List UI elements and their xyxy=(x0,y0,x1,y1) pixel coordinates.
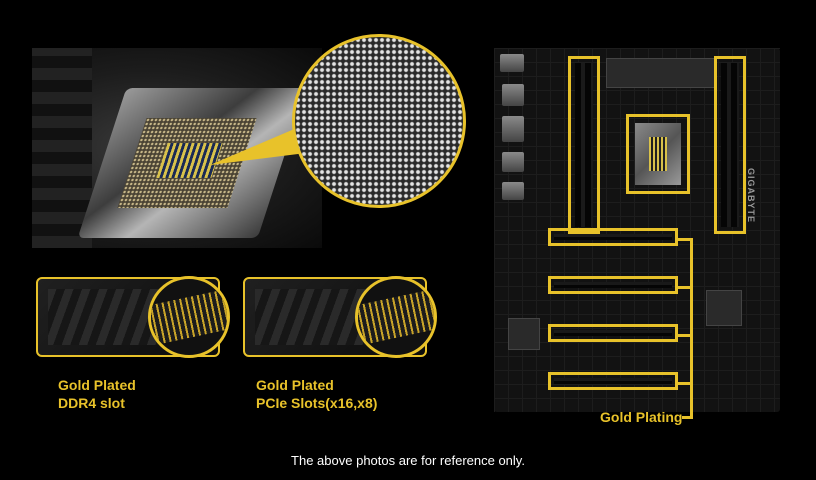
pcie-label-line2: PCIe Slots(x16,x8) xyxy=(256,395,378,411)
pcie-label: Gold Plated PCIe Slots(x16,x8) xyxy=(256,376,377,412)
pcie-label-line1: Gold Plated xyxy=(256,377,334,393)
io-port xyxy=(502,84,524,106)
gold-plating-label: Gold Plating xyxy=(600,409,683,425)
pcie-slot-2-highlight xyxy=(548,276,678,294)
audio-chip xyxy=(508,318,540,350)
io-port xyxy=(500,54,524,72)
motherboard-overview: GIGABYTE xyxy=(494,48,780,412)
bracket-tick xyxy=(678,286,692,289)
bracket-vertical xyxy=(690,238,693,418)
dimm-slots-left-highlight xyxy=(568,56,600,234)
pcie-slot-1-highlight xyxy=(548,228,678,246)
bracket-tick xyxy=(678,382,692,385)
brand-logo-text: GIGABYTE xyxy=(746,168,756,224)
dimm-slots-right xyxy=(721,63,739,227)
ddr4-label-line1: Gold Plated xyxy=(58,377,136,393)
socket-pins-zoom-circle xyxy=(292,34,466,208)
pcie-zoom-circle xyxy=(355,276,437,358)
pcie-slot-4 xyxy=(554,378,672,384)
ddr4-label-line2: DDR4 slot xyxy=(58,395,125,411)
pcie-slot-3-highlight xyxy=(548,324,678,342)
cpu-socket xyxy=(635,123,681,185)
pcie-slot-1 xyxy=(554,234,672,240)
reference-disclaimer: The above photos are for reference only. xyxy=(291,453,525,468)
motherboard-edge xyxy=(32,48,92,248)
bracket-tick xyxy=(678,238,692,241)
bracket-tick xyxy=(678,334,692,337)
ddr4-label: Gold Plated DDR4 slot xyxy=(58,376,136,412)
pcie-slot-2 xyxy=(554,282,672,288)
dimm-slots-right-highlight xyxy=(714,56,746,234)
io-port xyxy=(502,182,524,200)
pcie-slot-3 xyxy=(554,330,672,336)
cpu-socket-highlight xyxy=(626,114,690,194)
pcie-slot-4-highlight xyxy=(548,372,678,390)
pcie-gold-contacts xyxy=(358,287,434,347)
io-port xyxy=(502,116,524,142)
chipset-heatsink xyxy=(706,290,742,326)
dimm-slots-left xyxy=(575,63,593,227)
ddr4-gold-contacts xyxy=(151,287,227,347)
io-port xyxy=(502,152,524,172)
ddr4-zoom-circle xyxy=(148,276,230,358)
vrm-components xyxy=(606,58,716,88)
bracket-foot xyxy=(682,416,693,419)
